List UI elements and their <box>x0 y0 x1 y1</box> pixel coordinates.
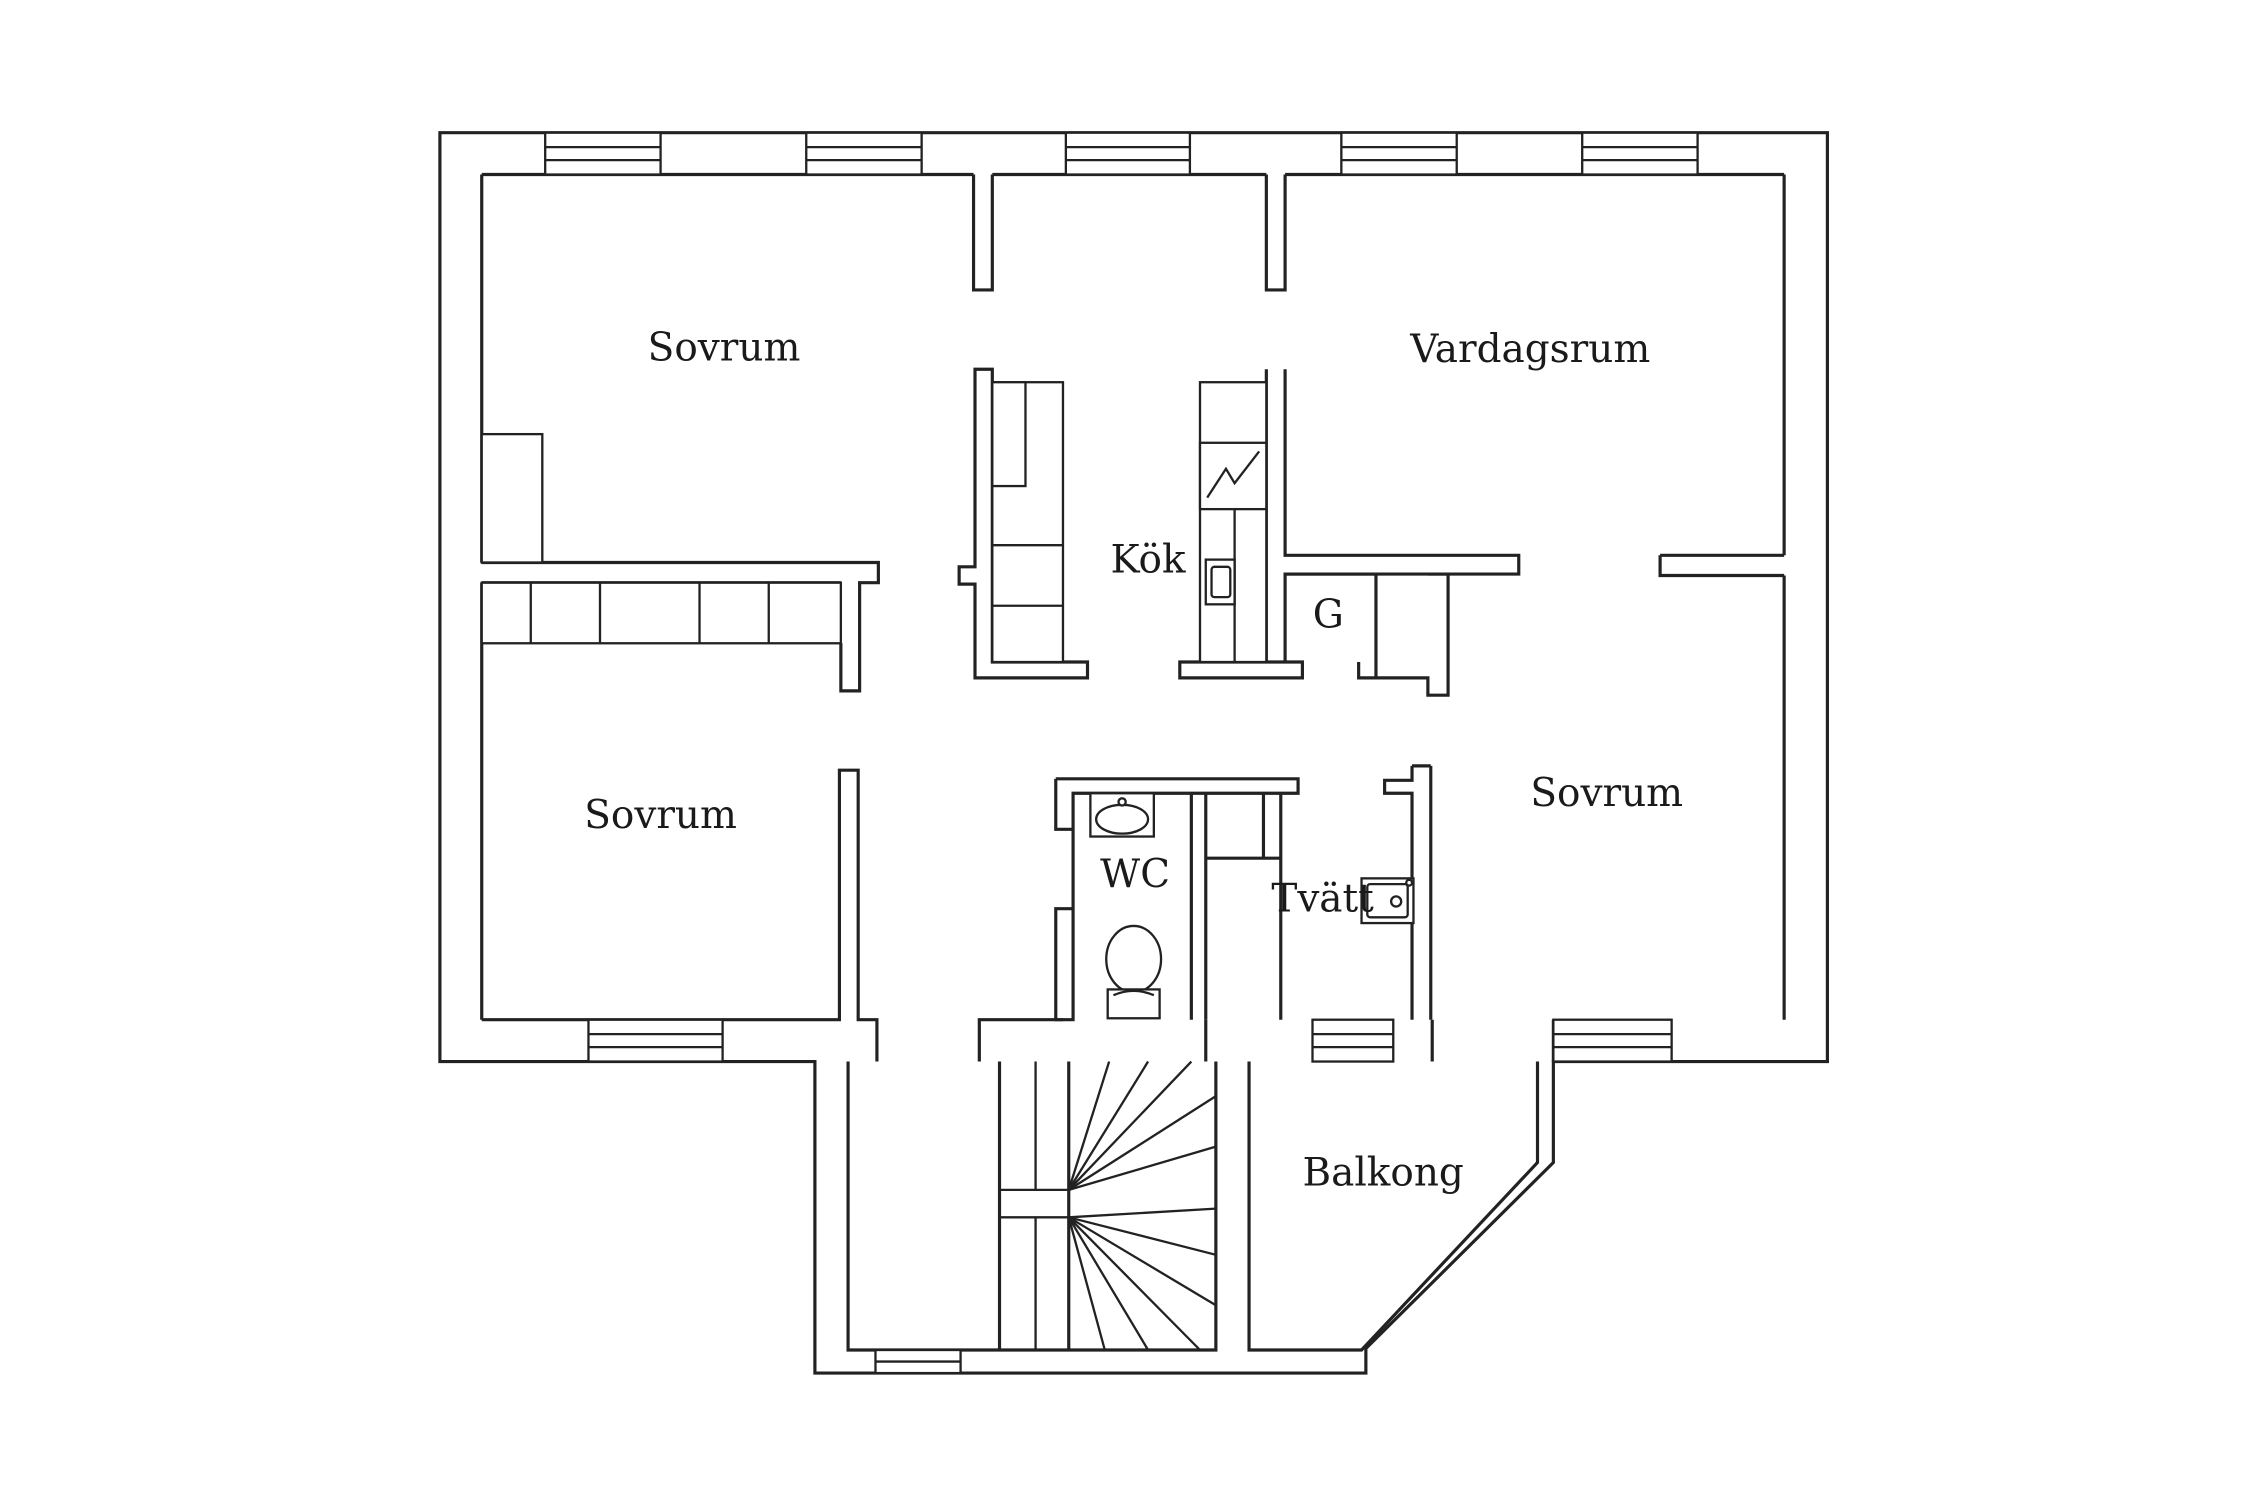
staircase <box>997 1060 1217 1351</box>
window-top-5 <box>1581 131 1699 176</box>
room-labels: Sovrum Vardagsrum Kök G Sovrum Sovrum WC… <box>584 325 1683 1195</box>
window-top-2 <box>805 131 923 176</box>
label-bedroom-top-left: Sovrum <box>648 325 801 370</box>
window-top-1 <box>544 131 662 176</box>
window-top-3 <box>1064 131 1192 176</box>
label-bedroom-left: Sovrum <box>584 793 737 838</box>
washbasin-icon <box>1089 792 1155 838</box>
kitchen-counter-left <box>991 381 1065 664</box>
label-balcony: Balkong <box>1303 1150 1464 1195</box>
window-bottom-right <box>1552 1018 1673 1063</box>
kitchen-sink-icon <box>1204 558 1236 606</box>
wardrobe-row <box>480 581 843 645</box>
wardrobe-top-left <box>480 432 544 564</box>
exterior-outline <box>438 131 1829 1375</box>
window-bottom-laundry <box>1311 1018 1395 1063</box>
window-top-4 <box>1340 131 1458 176</box>
laundry-sink-icon <box>1360 877 1415 925</box>
windows <box>544 131 1699 1375</box>
label-closet: G <box>1313 592 1344 637</box>
label-wc: WC <box>1100 852 1170 897</box>
label-bedroom-right: Sovrum <box>1530 771 1683 816</box>
fixtures <box>480 381 1415 1020</box>
window-bottom-left <box>587 1018 724 1063</box>
label-living-room: Vardagsrum <box>1409 327 1650 372</box>
toilet-icon <box>1105 924 1163 1020</box>
label-laundry: Tvätt <box>1271 876 1374 921</box>
exterior-walls <box>438 131 1829 1375</box>
window-stairwell <box>874 1348 962 1375</box>
kitchen-counter-right <box>1198 381 1268 664</box>
label-kitchen: Kök <box>1111 538 1186 583</box>
